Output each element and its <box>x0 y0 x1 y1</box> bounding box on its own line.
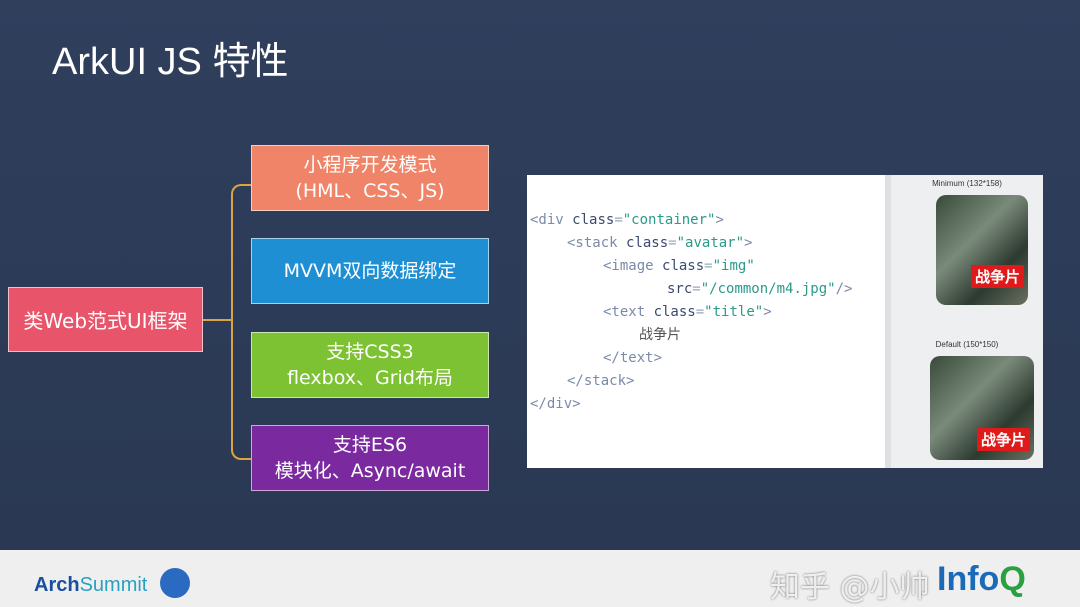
movie-thumbnail: 战争片 <box>936 195 1028 305</box>
code-line: 战争片 <box>639 327 681 343</box>
default-label: Default (150*150) <box>935 340 999 349</box>
feature-line2: flexbox、Grid布局 <box>287 367 453 389</box>
feature-line1: 支持CSS3 <box>326 341 414 363</box>
genre-badge: 战争片 <box>970 265 1024 288</box>
code-line: <text class="title"> <box>603 304 772 320</box>
genre-badge: 战争片 <box>976 428 1030 451</box>
infoq-logo: InfoQ <box>937 560 1026 598</box>
feature-box: 支持ES6 模块化、Async/await <box>251 425 489 491</box>
feature-box: 支持CSS3 flexbox、Grid布局 <box>251 332 489 398</box>
minimum-label: Minimum (132*158) <box>932 179 1002 188</box>
feature-line1: 支持ES6 <box>332 434 408 456</box>
code-line: <image class="img" <box>603 258 755 274</box>
movie-thumbnail: 战争片 <box>930 356 1034 460</box>
feature-line1: MVVM双向数据绑定 <box>283 260 457 282</box>
slide-title: ArkUI JS 特性 <box>52 41 289 83</box>
feature-box: MVVM双向数据绑定 <box>251 238 489 304</box>
code-line: </stack> <box>567 373 635 389</box>
root-node: 类Web范式UI框架 <box>8 287 203 352</box>
slide: ArkUI JS 特性 类Web范式UI框架 小程序开发模式 (HML、CSS、J… <box>0 0 1080 550</box>
watermark: 知乎 @小帅 <box>770 570 930 605</box>
feature-line1: 小程序开发模式 <box>303 154 437 176</box>
feature-box: 小程序开发模式 (HML、CSS、JS) <box>251 145 489 211</box>
code-line: <div class="container"> <box>530 212 724 228</box>
bracket-connector <box>231 184 251 460</box>
code-line: </div> <box>530 396 581 412</box>
feature-line2: 模块化、Async/await <box>274 460 466 482</box>
code-line: </text> <box>603 350 663 366</box>
preview-panel: Minimum (132*158) 战争片 Default (150*150) … <box>885 175 1043 468</box>
bracket-connector <box>203 319 231 321</box>
code-panel: <div class="container"> <stack class="av… <box>527 175 885 468</box>
archsummit-logo: ArchSummit <box>34 574 148 596</box>
code-line: src="/common/m4.jpg"/> <box>667 281 853 297</box>
feature-line2: (HML、CSS、JS) <box>295 180 445 202</box>
partner-logo-icon <box>160 568 190 598</box>
code-line: <stack class="avatar"> <box>567 235 753 251</box>
